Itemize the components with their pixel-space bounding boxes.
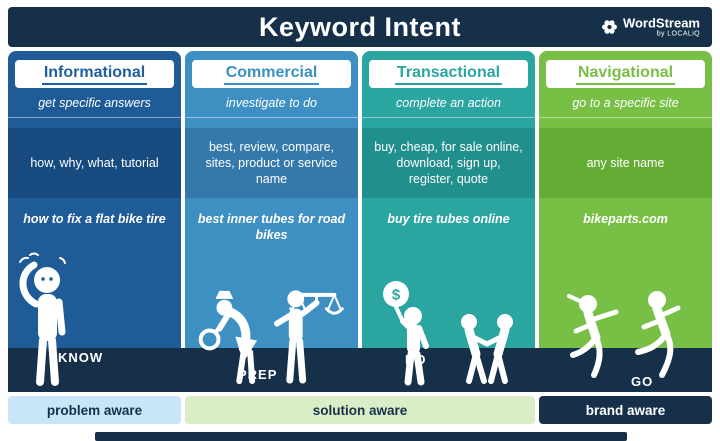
keyword-list: best, review, compare, sites, product or… [185, 128, 358, 198]
column-informational: Informational get specific answers how, … [8, 51, 181, 392]
column-tagline: get specific answers [38, 96, 151, 110]
dollar-sign: $ [392, 287, 401, 304]
stage-label-go: GO [631, 374, 654, 389]
stage-label-know: KNOW [58, 350, 104, 365]
example-query: bikeparts.com [583, 212, 668, 226]
example-query: best inner tubes for road bikes [197, 212, 346, 243]
person-scratching-head-figure [19, 252, 66, 386]
awareness-problem: problem aware [8, 396, 181, 424]
column-tagline: complete an action [396, 96, 501, 110]
column-navigational: Navigational go to a specific site any s… [539, 51, 712, 392]
dollar-sign-and-handshake-figure: $ [383, 281, 513, 386]
footer-bar [95, 432, 627, 441]
stage-label-prep: PREP [238, 367, 278, 382]
detective-and-scales-figure [198, 290, 344, 385]
divider [8, 117, 181, 118]
two-people-running-figure [567, 291, 681, 378]
brand-name: WordStream [622, 15, 700, 31]
intent-columns: Informational get specific answers how, … [8, 51, 712, 392]
column-tagline: go to a specific site [572, 96, 679, 110]
example-query: buy tire tubes online [387, 212, 510, 226]
keyword-list: any site name [539, 128, 712, 198]
awareness-solution: solution aware [185, 396, 535, 424]
column-tagline: investigate to do [225, 96, 318, 110]
divider [539, 117, 712, 118]
column-title-box: Navigational [546, 60, 705, 88]
column-title: Transactional [394, 64, 503, 85]
header: Keyword Intent WordStream by LOCALiQ [8, 7, 712, 47]
awareness-brand: brand aware [539, 396, 712, 424]
divider [362, 117, 535, 118]
column-commercial: Commercial investigate to do best, revie… [185, 51, 358, 392]
column-title: Navigational [575, 64, 676, 85]
divider [185, 117, 358, 118]
column-title: Informational [41, 64, 148, 85]
column-title-box: Transactional [369, 60, 528, 88]
example-query: how to fix a flat bike tire [23, 212, 166, 226]
column-title-box: Commercial [192, 60, 351, 88]
keyword-list: buy, cheap, for sale online, download, s… [362, 128, 535, 198]
column-title-box: Informational [15, 60, 174, 88]
keyword-list: how, why, what, tutorial [8, 128, 181, 198]
wordstream-logo: WordStream by LOCALiQ [601, 17, 700, 38]
wordstream-mark-icon [602, 20, 617, 34]
page-title: Keyword Intent [258, 11, 461, 42]
column-title: Commercial [223, 64, 320, 85]
stage-label-do: DO [405, 352, 427, 367]
brand-byline: by LOCALiQ [656, 30, 700, 38]
wordstream-wordmark: WordStream by LOCALiQ [623, 17, 700, 38]
